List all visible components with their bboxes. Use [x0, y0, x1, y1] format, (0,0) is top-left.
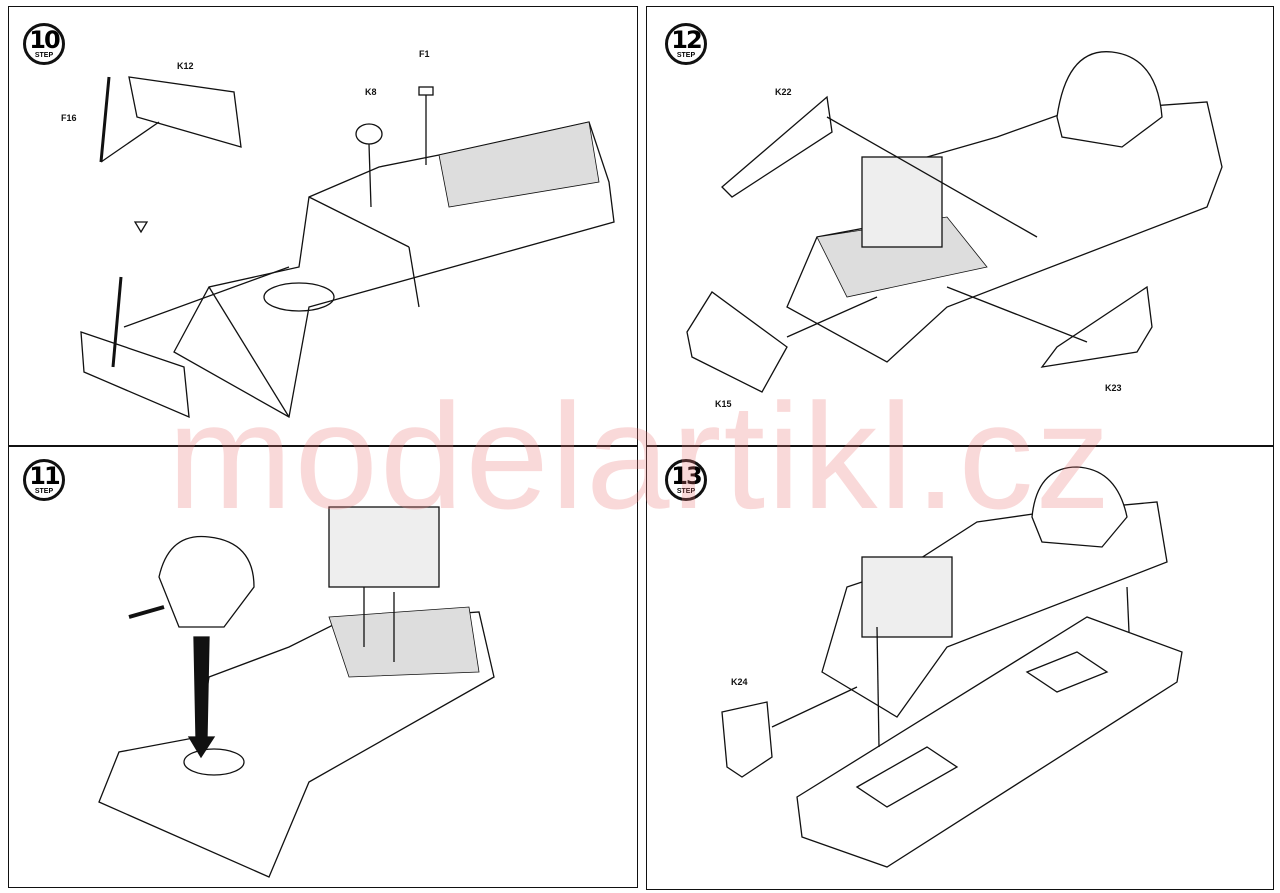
step-number: 12 [671, 26, 702, 54]
step-11-panel: 11 STEP [8, 446, 638, 888]
part-label: K22 [775, 87, 792, 97]
step-10-panel: 10 STEP K12 F16 K8 F1 [8, 6, 638, 446]
part-label: K12 [177, 61, 194, 71]
step-label: STEP [676, 52, 696, 59]
step-12-panel: 12 STEP K22 K15 K23 [646, 6, 1274, 446]
step-label: STEP [676, 488, 696, 495]
part-label: K24 [731, 677, 748, 687]
step-number-badge: 12 STEP [665, 23, 707, 65]
step-13-drawing [721, 466, 1183, 868]
step-number: 11 [29, 462, 60, 490]
step-10-drawing [80, 76, 615, 419]
part-label: K8 [365, 87, 377, 97]
step-number-badge: 13 STEP [665, 459, 707, 501]
part-label: K23 [1105, 383, 1122, 393]
part-label: K15 [715, 399, 732, 409]
part-label: F1 [419, 49, 430, 59]
step-11-drawing [98, 506, 495, 878]
part-label: F16 [61, 113, 77, 123]
step-13-panel: 13 STEP K24 [646, 446, 1274, 890]
step-number: 10 [29, 26, 60, 54]
step-number: 13 [671, 462, 702, 490]
step-number-badge: 11 STEP [23, 459, 65, 501]
step-label: STEP [34, 488, 54, 495]
step-number-badge: 10 STEP [23, 23, 65, 65]
step-label: STEP [34, 52, 54, 59]
step-12-drawing [686, 51, 1223, 393]
